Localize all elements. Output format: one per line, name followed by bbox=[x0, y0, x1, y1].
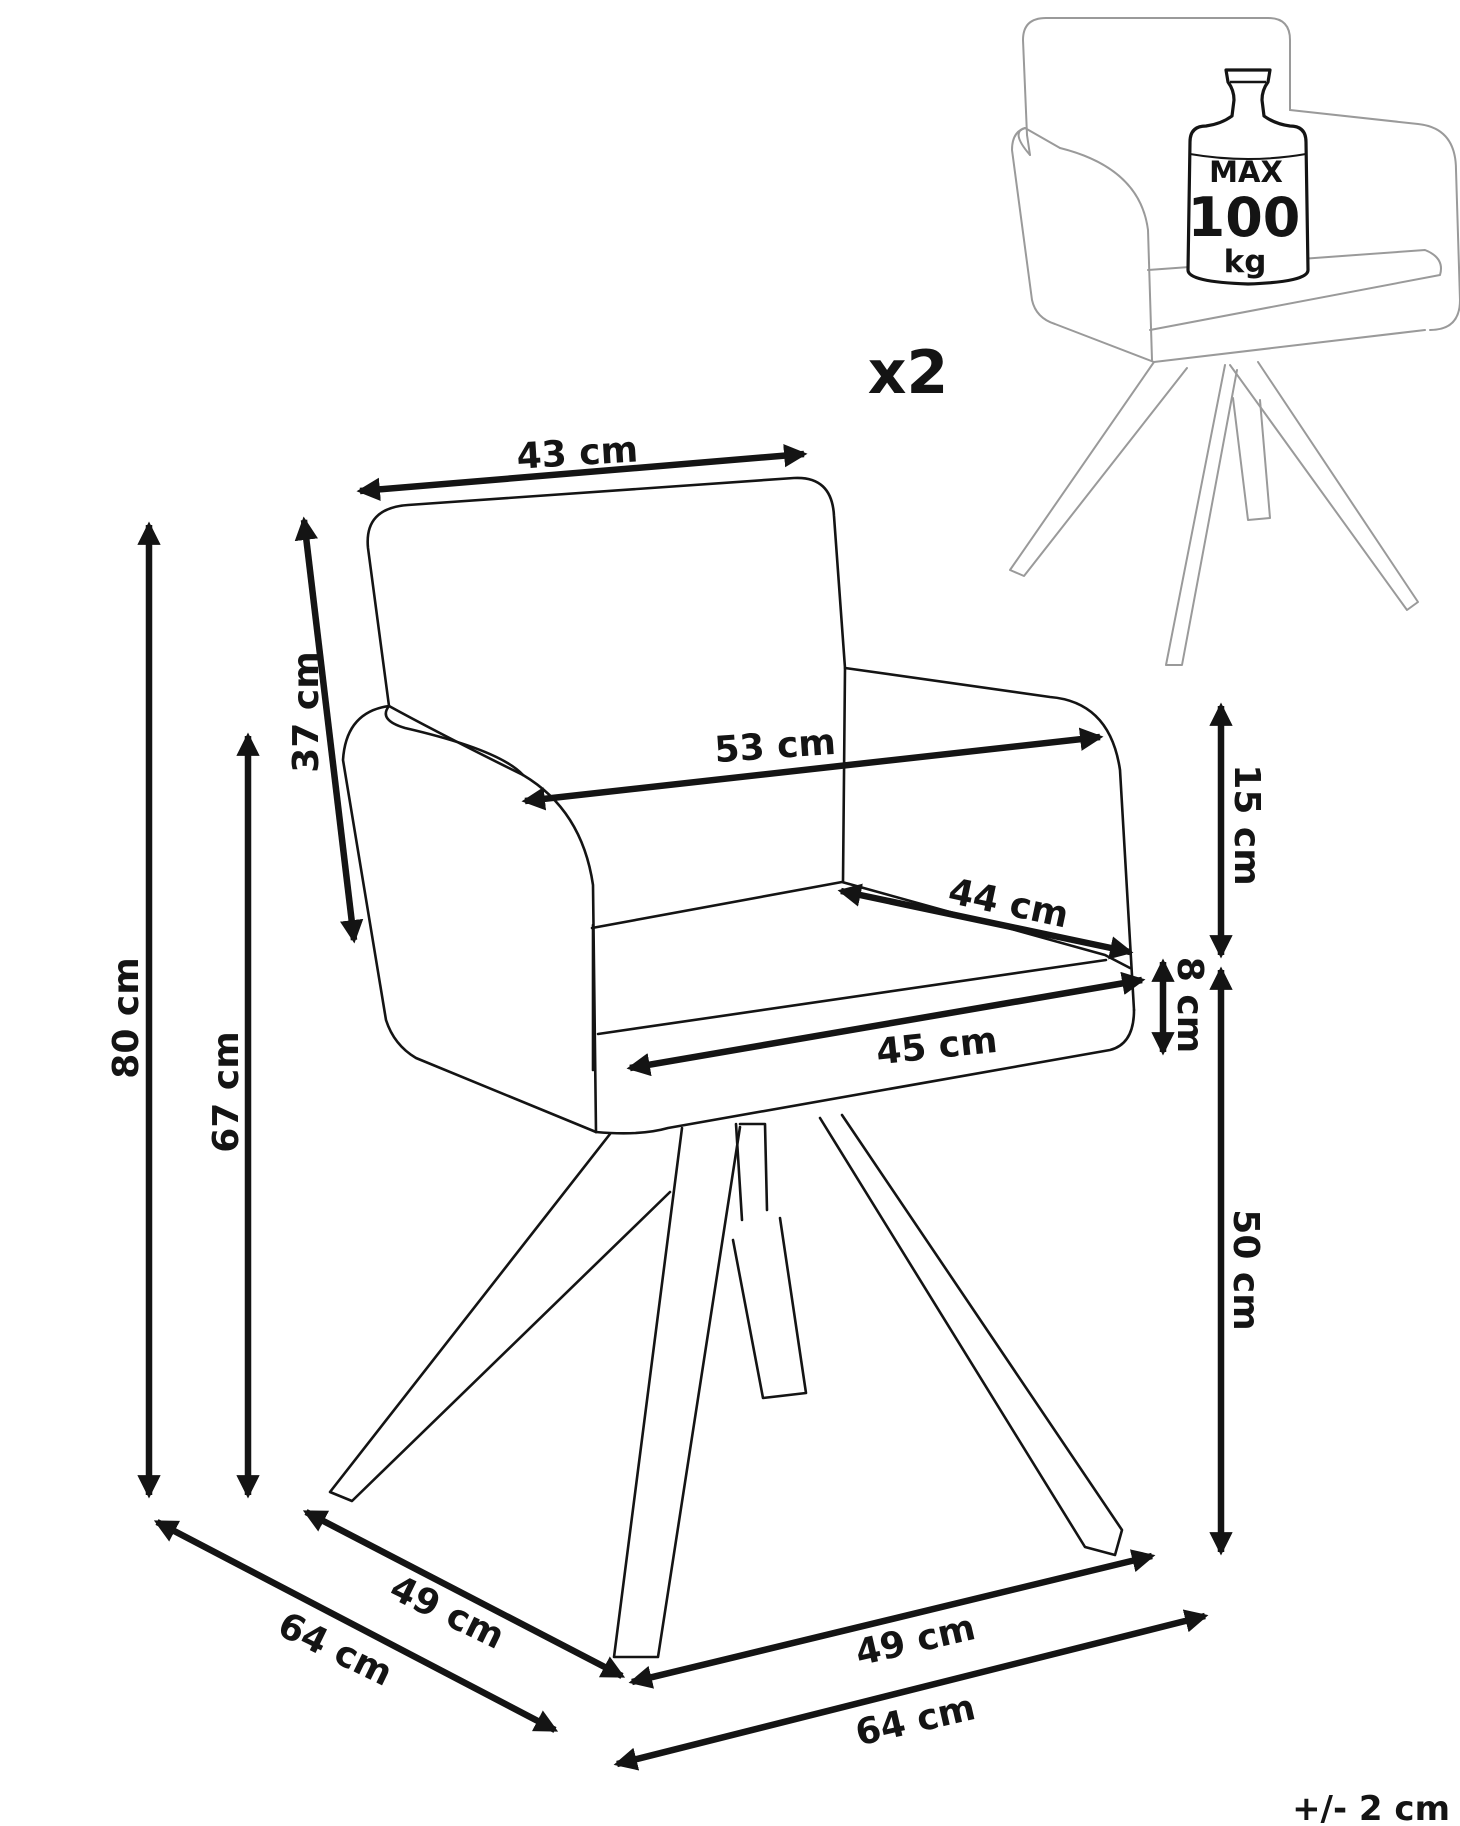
weight-icon: MAX 100 kg bbox=[1186, 68, 1310, 286]
label-base-width: 49 cm bbox=[852, 1607, 980, 1674]
weight-max-label: MAX bbox=[1209, 155, 1283, 189]
label-overall-width: 53 cm bbox=[713, 722, 837, 771]
dimension-labels: 43 cm 37 cm 80 cm 67 cm 53 cm 15 cm 44 c… bbox=[106, 429, 1267, 1754]
label-armrest-above-seat: 15 cm bbox=[1226, 764, 1267, 885]
label-backrest-width: 43 cm bbox=[515, 429, 639, 477]
dim-line-overall-depth bbox=[153, 1519, 559, 1733]
dim-line-seat-depth bbox=[837, 883, 1134, 960]
dim-line-backrest-width bbox=[356, 443, 808, 502]
dim-line-seat-width bbox=[626, 971, 1146, 1077]
main-chair-drawing bbox=[328, 476, 1136, 1659]
label-seat-thickness: 8 cm bbox=[1169, 957, 1210, 1053]
label-total-height: 80 cm bbox=[106, 957, 147, 1078]
weight-value-label: 100 bbox=[1188, 186, 1301, 249]
label-armrest-height: 67 cm bbox=[206, 1031, 247, 1152]
dimension-lines bbox=[137, 443, 1233, 1771]
dim-line-overall-width-floor bbox=[613, 1609, 1209, 1771]
weight-unit-label: kg bbox=[1224, 244, 1267, 280]
thumbnail-chair bbox=[1009, 17, 1460, 666]
dim-line-backrest-height bbox=[294, 516, 364, 944]
quantity-label: x2 bbox=[868, 338, 948, 408]
label-base-depth: 49 cm bbox=[383, 1568, 510, 1658]
dim-line-overall-width bbox=[521, 727, 1104, 811]
tolerance-label: +/- 2 cm bbox=[1292, 1789, 1450, 1826]
label-backrest-height: 37 cm bbox=[286, 651, 327, 772]
label-seat-height: 50 cm bbox=[1225, 1209, 1266, 1330]
label-seat-width: 45 cm bbox=[874, 1020, 999, 1073]
